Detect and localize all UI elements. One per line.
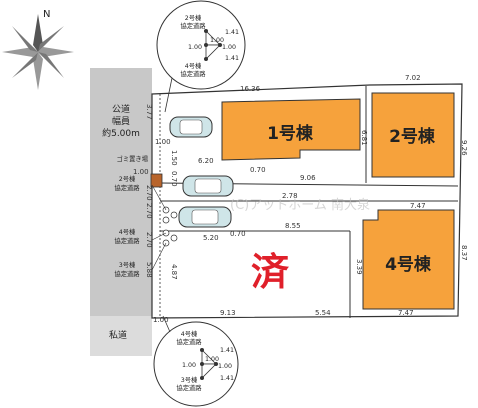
bottom-callout	[153, 321, 239, 407]
bottom-callout-d1: 1.41	[220, 347, 234, 354]
dim-top-16-36: 16.36	[240, 85, 261, 93]
dim-bot-9-13: 9.13	[220, 309, 236, 317]
bottom-callout-upper-line2: 協定道路	[176, 337, 202, 346]
b4-easement-line1: 4号棟	[119, 227, 136, 236]
car-3	[178, 206, 232, 228]
garbage-label: ゴミ置き場	[117, 154, 149, 163]
dim-top-7-02: 7.02	[405, 74, 421, 82]
top-callout-d1: 1.41	[225, 29, 239, 36]
car-2	[182, 175, 234, 197]
dim-bot-7-47: 7.47	[398, 309, 414, 317]
north-label: N	[43, 9, 50, 20]
top-callout-d5: 1.41	[225, 55, 239, 62]
dim-0-70b: 0.70	[250, 166, 266, 174]
b2-easement-line1: 2号棟	[119, 174, 136, 183]
dim-left-3-77: 3.77	[145, 104, 153, 120]
bottom-callout-lower-line2: 協定道路	[176, 383, 202, 392]
top-callout-d3: 1.00	[210, 37, 224, 44]
b2-easement-line2: 協定道路	[114, 183, 140, 192]
private-road-label: 私道	[109, 329, 127, 341]
top-callout-d4: 1.00	[222, 44, 236, 51]
top-callout-d2: 1.00	[188, 44, 202, 51]
public-road-line1: 公道	[112, 103, 130, 115]
public-road-line3: 約5.00m	[102, 127, 140, 139]
car-1	[169, 116, 213, 138]
dim-0-70c: 0.70	[230, 230, 246, 238]
dim-left-1-00a: 1.00	[155, 138, 171, 146]
dim-left-2-70a: 2.70	[145, 185, 153, 201]
compass-icon: N	[2, 9, 74, 90]
dim-right-8-37: 8.37	[460, 245, 468, 261]
dim-left-1-00c: 1.00	[153, 316, 169, 324]
dim-mid-2-78: 2.78	[282, 192, 298, 200]
building-1-label: 1号棟	[267, 123, 314, 144]
bottom-callout-d5: 1.41	[220, 375, 234, 382]
top-callout-upper-line2: 協定道路	[180, 21, 206, 30]
dim-6-81: 6.81	[360, 130, 368, 146]
dim-left-1-50: 1.50	[170, 150, 178, 166]
dim-6-20: 6.20	[198, 157, 214, 165]
bottom-callout-d2: 1.00	[182, 362, 196, 369]
dim-bot-5-54: 5.54	[315, 309, 331, 317]
dim-left-1-00b: 1.00	[133, 168, 149, 176]
building-4-label: 4号棟	[385, 254, 432, 275]
dim-left-2-70c: 2.70	[145, 232, 153, 248]
dim-left-5-88: 5.88	[145, 262, 153, 278]
bottom-callout-lower-line1: 3号棟	[181, 375, 198, 384]
building-2-label: 2号棟	[389, 126, 436, 147]
public-road-line2: 幅員	[112, 115, 130, 127]
dim-mid-9-06: 9.06	[300, 174, 316, 182]
bottom-callout-d4: 1.00	[218, 363, 232, 370]
top-callout	[156, 0, 246, 90]
dim-mid-8-55: 8.55	[285, 222, 301, 230]
dim-0-70a: 0.70	[170, 171, 178, 187]
bottom-callout-upper-line1: 4号棟	[181, 329, 198, 338]
dim-5-20: 5.20	[203, 234, 219, 242]
dim-right-9-26: 9.26	[460, 140, 468, 156]
dim-left-4-87: 4.87	[170, 264, 178, 280]
watermark: (C)アットホーム 南大泉	[230, 197, 370, 213]
top-callout-lower-line2: 協定道路	[180, 69, 206, 78]
b4-easement-line2: 協定道路	[114, 236, 140, 245]
b3-easement-line2: 協定道路	[114, 269, 140, 278]
sold-mark: 済	[251, 250, 290, 294]
building-2	[371, 92, 455, 178]
top-callout-upper-line1: 2号棟	[185, 13, 202, 22]
b3-easement-line1: 3号棟	[119, 260, 136, 269]
dim-left-2-70b: 2.70	[145, 203, 153, 219]
building-1	[221, 98, 361, 161]
building-4	[362, 209, 455, 310]
dim-3-39: 3.39	[355, 259, 363, 275]
dim-mid-7-47: 7.47	[410, 202, 426, 210]
garbage-area	[150, 173, 163, 188]
private-road-area	[90, 316, 152, 356]
bottom-callout-d3: 1.00	[205, 356, 219, 363]
public-road	[90, 68, 152, 316]
top-callout-lower-line1: 4号棟	[185, 61, 202, 70]
